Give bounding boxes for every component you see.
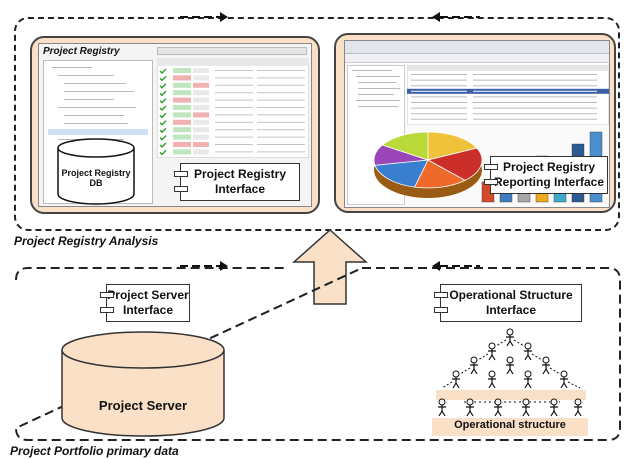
registry-db-label: Project Registry DB xyxy=(61,168,131,188)
pie-chart-icon xyxy=(373,131,483,198)
flow-arrow-right-icon xyxy=(180,261,228,271)
flow-arrow-left-icon xyxy=(432,261,480,271)
analysis-caption: Project Registry Analysis xyxy=(14,234,159,248)
database-icon xyxy=(57,138,135,205)
check-icon xyxy=(159,83,167,89)
person-icon xyxy=(542,356,550,375)
project-server-label: Project Server xyxy=(98,398,188,413)
check-icon xyxy=(159,142,167,148)
person-icon xyxy=(524,342,532,361)
report-grid[interactable] xyxy=(407,65,609,125)
person-icon xyxy=(506,356,514,375)
check-icon xyxy=(159,135,167,141)
component-icon xyxy=(484,179,498,185)
component-icon xyxy=(100,292,114,298)
primary-data-caption: Project Portfolio primary data xyxy=(10,444,179,458)
project-portfolio-boundary xyxy=(14,267,621,441)
check-icon xyxy=(159,149,167,156)
person-icon xyxy=(506,328,514,347)
person-icon xyxy=(466,398,474,417)
person-icon xyxy=(550,398,558,417)
flow-arrow-left-icon xyxy=(432,12,480,22)
person-icon xyxy=(488,370,496,389)
check-icon xyxy=(159,112,167,119)
check-icon xyxy=(159,105,167,111)
component-icon xyxy=(434,307,448,313)
check-icon xyxy=(159,90,167,97)
check-icon xyxy=(159,120,167,126)
check-icon xyxy=(159,75,167,82)
person-icon xyxy=(524,370,532,389)
component-icon xyxy=(100,307,114,313)
org-pyramid xyxy=(432,328,588,436)
registry-interface-component: Project Registry Interface xyxy=(174,163,300,201)
component-icon xyxy=(484,164,498,170)
operational-structure-label: Operational structure xyxy=(454,419,566,431)
component-icon xyxy=(174,186,188,192)
check-icon xyxy=(159,98,167,104)
check-icon xyxy=(159,68,167,74)
person-icon xyxy=(488,342,496,361)
reporting-interface-component: Project Registry Reporting Interface xyxy=(484,156,608,194)
up-arrow-icon xyxy=(292,228,368,305)
person-icon xyxy=(438,398,446,417)
project-grid[interactable] xyxy=(157,58,309,158)
person-icon xyxy=(470,356,478,375)
person-icon xyxy=(560,370,568,389)
check-icon xyxy=(159,127,167,134)
project-registry-analysis-boundary xyxy=(14,17,620,231)
window-tabs[interactable] xyxy=(157,47,307,55)
operational-interface-component: Operational Structure Interface xyxy=(434,284,582,322)
database-icon xyxy=(61,331,225,437)
project-server-interface-component: Project Server Interface xyxy=(100,284,190,322)
component-icon xyxy=(434,292,448,298)
person-icon xyxy=(452,370,460,389)
window-title: Project Registry xyxy=(43,46,120,57)
person-icon xyxy=(494,398,502,417)
component-icon xyxy=(174,171,188,177)
flow-arrow-right-icon xyxy=(180,12,228,22)
person-icon xyxy=(574,398,582,417)
person-icon xyxy=(522,398,530,417)
